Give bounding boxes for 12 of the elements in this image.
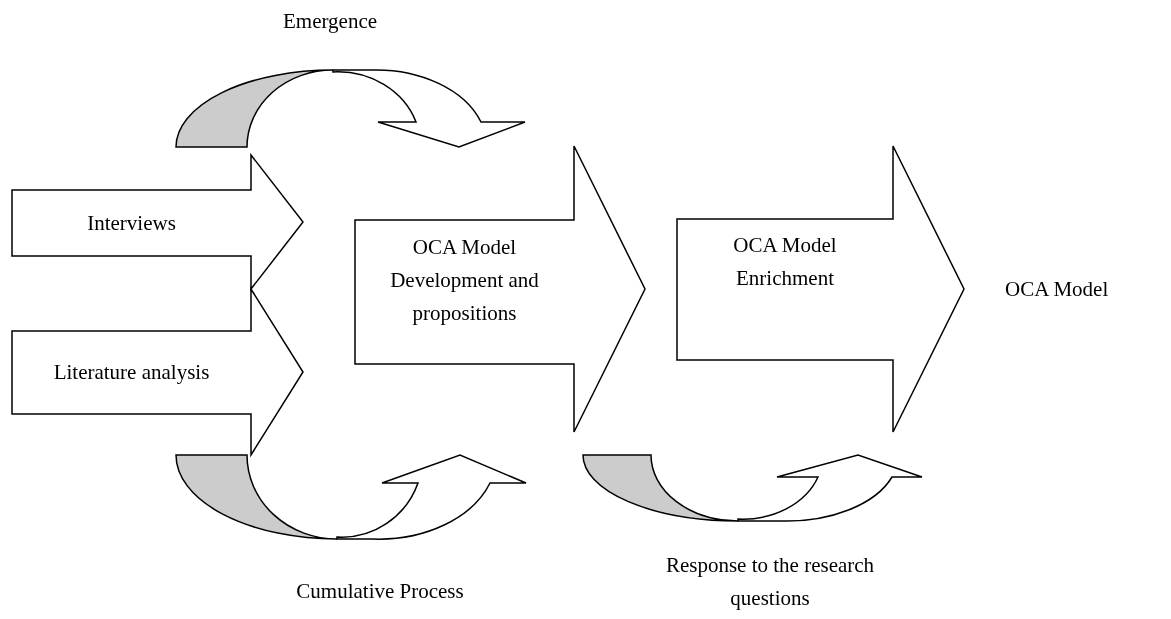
block-arrow (12, 155, 303, 289)
arrow-label: Literature analysis (52, 359, 211, 386)
block-arrow (677, 146, 964, 432)
node-label: OCA Model (1005, 273, 1165, 306)
caption-text: Cumulative Process (295, 578, 465, 605)
arrow-label: OCA Model Development and propositions (389, 234, 540, 327)
block-arrow (12, 289, 303, 455)
caption-text: Emergence (281, 8, 379, 35)
block-arrow (355, 146, 645, 432)
arrow-label: Interviews (86, 209, 177, 237)
caption-text: Response to the research questions (664, 552, 876, 612)
arrow-label: OCA Model Enrichment (733, 232, 837, 292)
